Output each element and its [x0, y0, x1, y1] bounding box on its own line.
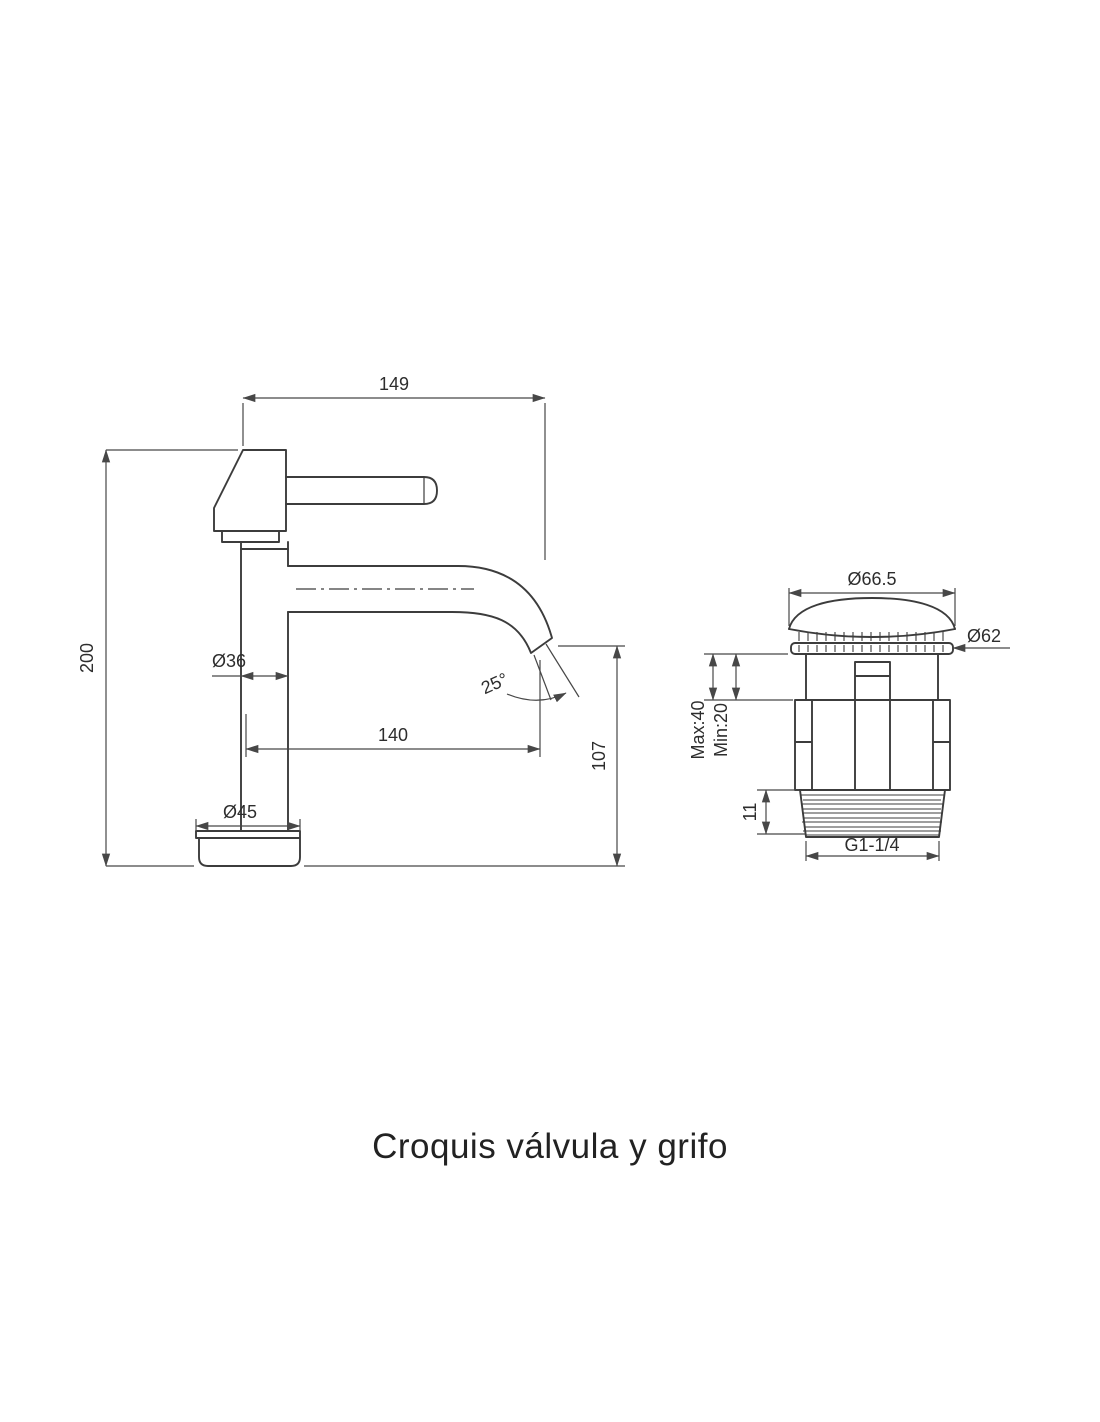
- dim-66-5-label: Ø66.5: [847, 569, 896, 589]
- faucet-lever: [285, 476, 438, 505]
- dim-thread-size: G1-1/4: [805, 835, 940, 861]
- faucet-spout: [287, 565, 553, 654]
- drawing-title: Croquis válvula y grifo: [372, 1127, 728, 1166]
- faucet-drawing: 149 200 Ø36 140 25°: [77, 374, 625, 867]
- valve-outline: [788, 597, 956, 838]
- dim-spout-angle: 25°: [478, 643, 580, 703]
- faucet-base: [195, 830, 301, 867]
- dim-149-label: 149: [379, 374, 409, 394]
- dim-62-label: Ø62: [967, 626, 1001, 646]
- angle-arc-arrow: [506, 692, 567, 703]
- dim-45-label: Ø45: [223, 802, 257, 822]
- dim-107-label: 107: [589, 741, 609, 771]
- dim-149: 149: [242, 374, 546, 560]
- valve-drawing: Ø66.5 Ø62 Max:40 Min:20 11 G1-1/4: [688, 569, 1010, 861]
- angle-reference-line: [533, 654, 552, 701]
- dim-min-label: Min:20: [711, 703, 731, 757]
- valve-cap-dome: [788, 597, 956, 630]
- dim-11-label: 11: [740, 803, 760, 822]
- dim-max-min: Max:40 Min:20: [688, 653, 793, 760]
- dim-body-diameter: Ø36: [212, 651, 289, 681]
- valve-neck: [805, 653, 939, 701]
- angle-reference-line: [545, 643, 580, 698]
- valve-body: [794, 699, 951, 791]
- dim-36-label: Ø36: [212, 651, 246, 671]
- faucet-body-column: [240, 541, 289, 832]
- dim-plate-diameter: Ø62: [952, 626, 1010, 653]
- valve-mechanism-tube: [854, 661, 891, 791]
- valve-washer-hatch: [798, 645, 944, 652]
- faucet-handle-block: [213, 449, 287, 532]
- faucet-outline: [195, 449, 553, 867]
- valve-seal-washer: [790, 642, 954, 655]
- valve-cap-hatch: [798, 632, 944, 641]
- dim-25-label: 25°: [478, 669, 511, 698]
- dim-200-label: 200: [77, 643, 97, 673]
- dim-thread-length: 11: [740, 789, 805, 835]
- dim-cap-diameter: Ø66.5: [788, 569, 956, 626]
- faucet-collar: [221, 530, 289, 550]
- dim-200: 200: [77, 449, 238, 867]
- dim-max-label: Max:40: [688, 700, 708, 759]
- dim-base-diameter: Ø45: [195, 802, 301, 831]
- dim-g114-label: G1-1/4: [844, 835, 899, 855]
- valve-threads: [801, 794, 944, 836]
- dim-107: 107: [304, 645, 625, 867]
- valve-cap-underside: [788, 628, 956, 638]
- dim-140-label: 140: [378, 725, 408, 745]
- dim-140: 140: [245, 660, 541, 757]
